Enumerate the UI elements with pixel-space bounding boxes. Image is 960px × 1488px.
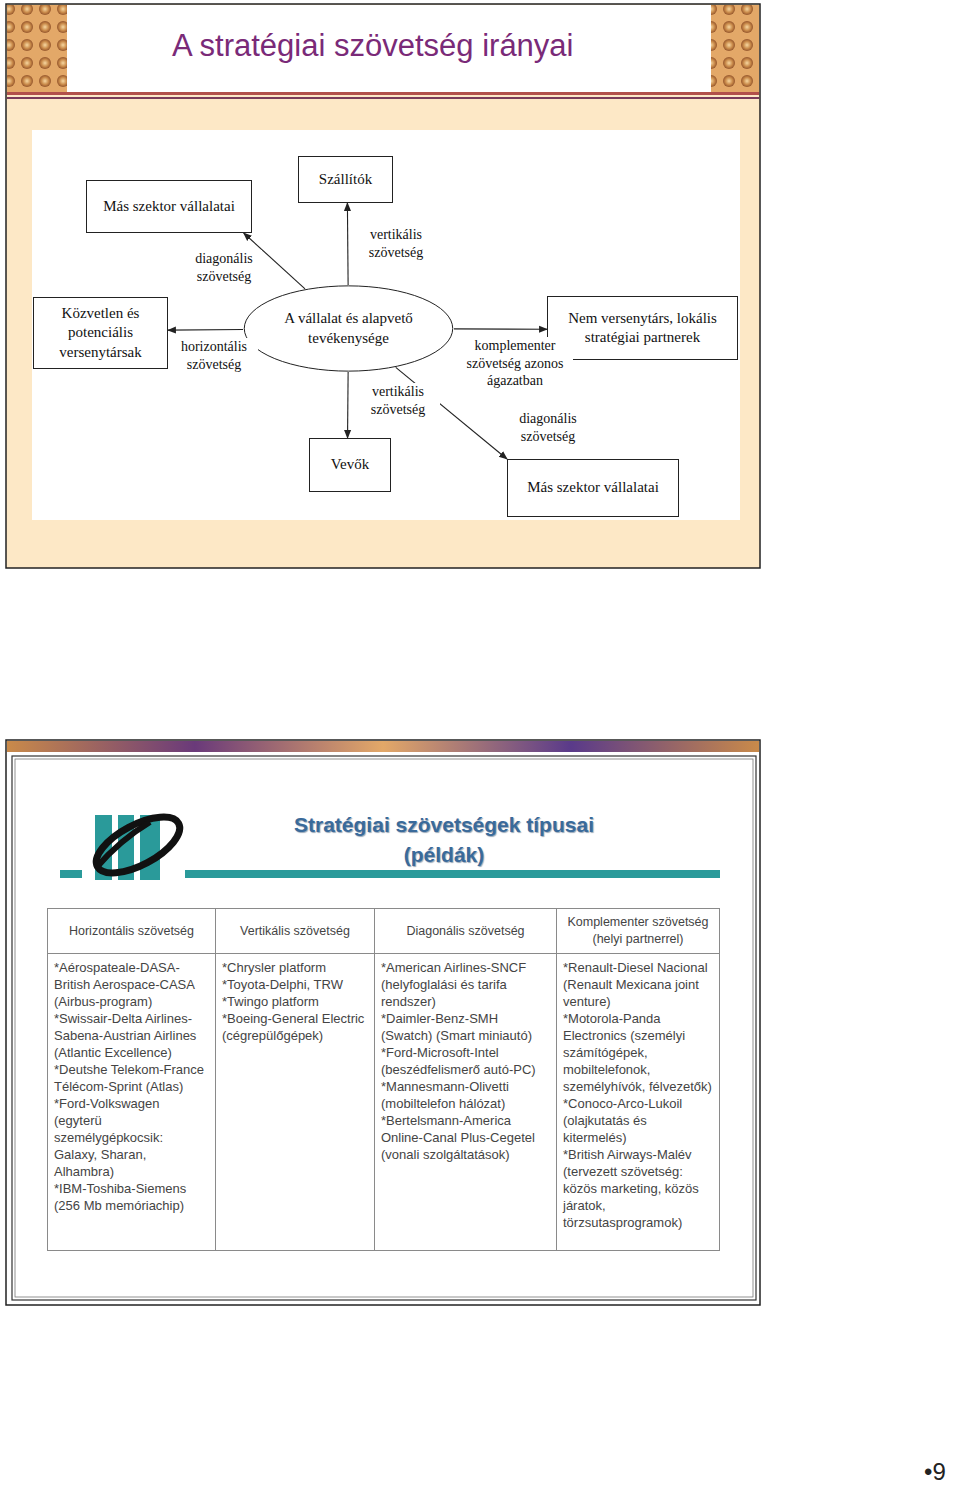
- partner-box: Szállítók: [298, 156, 393, 203]
- node-text-group: Vevők: [331, 455, 369, 475]
- example-item: *Deutshe Telekom-France Télécom-Sprint (…: [54, 1061, 209, 1095]
- example-item: *British Airways-Malév (tervezett szövet…: [563, 1146, 713, 1231]
- example-item: *Twingo platform: [222, 993, 368, 1010]
- header-text: Komplementer szövetség (helyi partnerrel…: [563, 914, 713, 948]
- example-item: *Renault-Diesel Nacional (Renault Mexica…: [563, 959, 713, 1010]
- example-item: *Ford-Microsoft-Intel (beszédfelismerő a…: [381, 1044, 550, 1078]
- partner-box: Nem versenytárs, lokális stratégiai part…: [547, 296, 738, 360]
- example-item: *Conoco-Arco-Lukoil (olajkutatás és kite…: [563, 1095, 713, 1146]
- node-text: Közvetlen és potenciális versenytársak: [42, 304, 159, 363]
- alliance-arrow: [168, 329, 243, 331]
- table-header-cell: Diagonális szövetség: [375, 909, 557, 954]
- edge-label: diagonális szövetség: [186, 250, 262, 285]
- partner-box: Vevők: [309, 438, 391, 492]
- node-text: Más szektor vállalatai: [103, 197, 235, 217]
- example-item: *Motorola-Panda Electronics (személyi sz…: [563, 1010, 713, 1095]
- alliance-arrow: [347, 372, 349, 438]
- slide-title: A stratégiai szövetség irányai: [172, 28, 574, 64]
- example-item: *Bertelsmann-America Online-Canal Plus-C…: [381, 1112, 550, 1163]
- table-body-cell: *Renault-Diesel Nacional (Renault Mexica…: [557, 954, 720, 1251]
- partner-box: Más szektor vállalatai: [507, 459, 679, 517]
- examples-table: Horizontális szövetség Vertikális szövets…: [47, 908, 720, 1251]
- node-text-group: A vállalat és alapvető tevékenysége: [269, 309, 428, 348]
- example-item: *IBM-Toshiba-Siemens (256 Mb memóriachip…: [54, 1180, 209, 1214]
- edge-label: vertikális szövetség: [354, 226, 438, 261]
- example-item: *Ford-Volkswagen (egyterü személygépkocs…: [54, 1095, 209, 1180]
- example-item: *American Airlines-SNCF (helyfoglalási é…: [381, 959, 550, 1010]
- node-text-group: Közvetlen és potenciális versenytársak: [42, 304, 159, 363]
- example-item: *Daimler-Benz-SMH (Swatch) (Smart miniau…: [381, 1010, 550, 1044]
- node-text: Nem versenytárs, lokális stratégiai part…: [556, 309, 729, 348]
- table-body-cell: *Chrysler platform*Toyota-Delphi, TRW*Tw…: [216, 954, 375, 1251]
- node-text: Szállítók: [319, 170, 372, 190]
- header-text: Diagonális szövetség: [381, 923, 550, 940]
- page-number: •9: [924, 1458, 946, 1486]
- node-text: Vevők: [331, 455, 369, 475]
- table-header-cell: Komplementer szövetség (helyi partnerrel…: [557, 909, 720, 954]
- example-item: *Aérospateale-DASA-British Aerospace-CAS…: [54, 959, 209, 1010]
- node-text-group: Más szektor vállalatai: [527, 478, 659, 498]
- edge-label: komplementer szövetség azonos ágazatban: [457, 337, 573, 390]
- table-body-row: *Aérospateale-DASA-British Aerospace-CAS…: [48, 954, 720, 1251]
- node-text-group: Nem versenytárs, lokális stratégiai part…: [556, 309, 729, 348]
- example-item: *Swissair-Delta Airlines-Sabena-Austrian…: [54, 1010, 209, 1061]
- example-item: *Boeing-General Electric (cégrepülőgépek…: [222, 1010, 368, 1044]
- example-item: *Mannesmann-Olivetti (mobiltelefon hálóz…: [381, 1078, 550, 1112]
- node-text: A vállalat és alapvető tevékenysége: [269, 309, 428, 348]
- partner-box: Közvetlen és potenciális versenytársak: [33, 297, 168, 369]
- node-text-group: Szállítók: [319, 170, 372, 190]
- example-item: *Chrysler platform: [222, 959, 368, 976]
- alliance-arrow: [347, 203, 349, 285]
- partner-box: Más szektor vállalatai: [86, 180, 252, 233]
- edge-label: vertikális szövetség: [356, 383, 440, 418]
- example-item: *Toyota-Delphi, TRW: [222, 976, 368, 993]
- header-text: Vertikális szövetség: [222, 923, 368, 940]
- edge-label: diagonális szövetség: [505, 410, 591, 445]
- table-header-cell: Vertikális szövetség: [216, 909, 375, 954]
- company-ellipse: A vállalat és alapvető tevékenysége: [243, 285, 454, 372]
- table-body-cell: *Aérospateale-DASA-British Aerospace-CAS…: [48, 954, 216, 1251]
- header-text: Horizontális szövetség: [54, 923, 209, 940]
- slide-heading: Stratégiai szövetségek típusai (példák): [254, 810, 634, 870]
- alliance-arrow: [454, 328, 547, 329]
- node-text: Más szektor vállalatai: [527, 478, 659, 498]
- table-header-row: Horizontális szövetség Vertikális szövets…: [48, 909, 720, 954]
- edge-label: horizontális szövetség: [170, 338, 258, 373]
- table-body-cell: *American Airlines-SNCF (helyfoglalási é…: [375, 954, 557, 1251]
- ellipse-outline: [243, 285, 454, 372]
- node-text-group: Más szektor vállalatai: [103, 197, 235, 217]
- table-header-cell: Horizontális szövetség: [48, 909, 216, 954]
